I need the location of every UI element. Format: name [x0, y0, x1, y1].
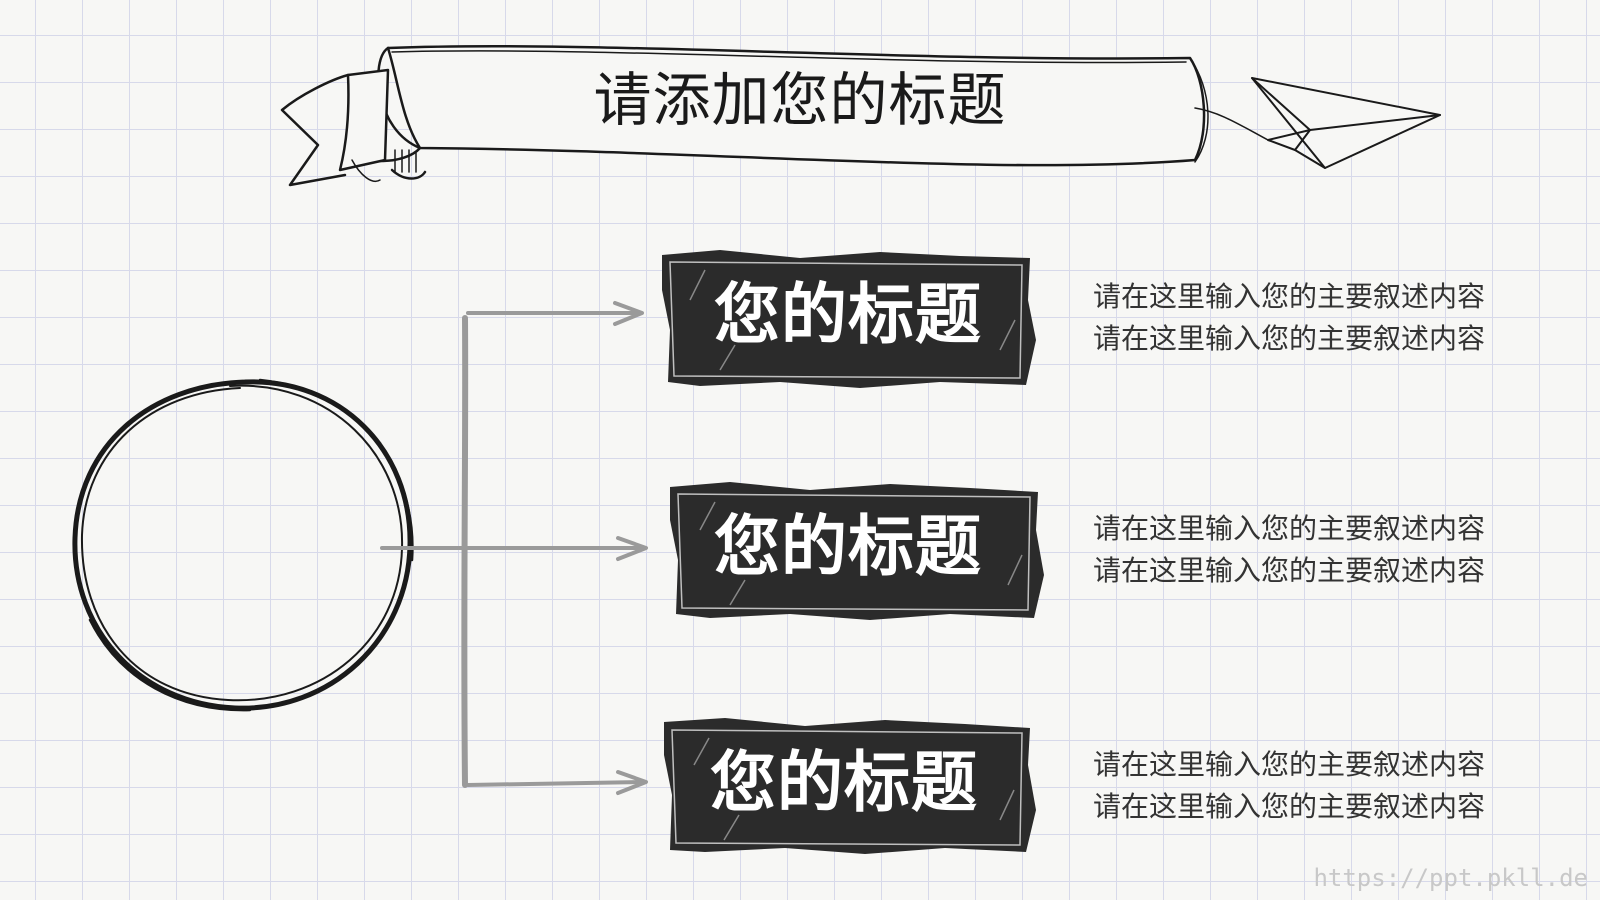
slide-title: 请添加您的标题: [593, 66, 1007, 134]
item-1-line-2: 请在这里输入您的主要叙述内容: [1093, 322, 1486, 355]
item-2-description: 请在这里输入您的主要叙述内容 请在这里输入您的主要叙述内容: [1093, 508, 1533, 592]
item-2-heading: 您的标题: [714, 508, 982, 585]
item-3-heading: 您的标题: [710, 744, 978, 821]
item-2-line-2: 请在这里输入您的主要叙述内容: [1093, 554, 1486, 587]
item-3-line-1: 请在这里输入您的主要叙述内容: [1093, 748, 1486, 781]
chalk-box-1: [662, 250, 1036, 388]
item-3-line-2: 请在这里输入您的主要叙述内容: [1093, 790, 1486, 823]
item-1-description: 请在这里输入您的主要叙述内容 请在这里输入您的主要叙述内容: [1093, 276, 1533, 360]
connector-lines: [380, 311, 647, 788]
sketch-circle-icon: [72, 378, 414, 712]
item-2-line-1: 请在这里输入您的主要叙述内容: [1093, 512, 1486, 545]
ribbon-banner-icon: [280, 45, 1209, 187]
chalk-box-2: [670, 482, 1044, 620]
watermark-url: https://ppt.pkll.de: [1313, 864, 1588, 892]
item-1-heading: 您的标题: [714, 276, 982, 353]
arrow-right-icon: [613, 301, 648, 795]
chalk-box-3: [664, 718, 1036, 854]
paper-plane-icon: [1194, 77, 1441, 169]
item-1-line-1: 请在这里输入您的主要叙述内容: [1093, 280, 1486, 313]
item-3-description: 请在这里输入您的主要叙述内容 请在这里输入您的主要叙述内容: [1093, 744, 1533, 828]
